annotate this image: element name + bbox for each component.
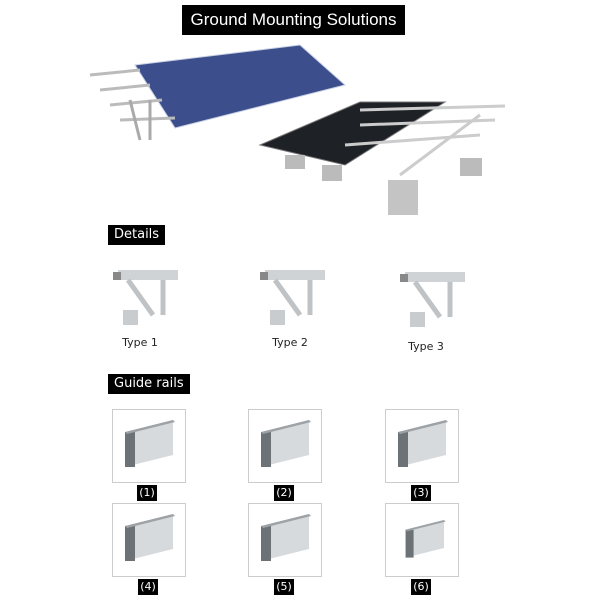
- rail-3-image: [385, 409, 459, 483]
- rail-3-label: (3): [411, 485, 431, 501]
- rail-1-image: [112, 409, 186, 483]
- rail-6-label: (6): [411, 579, 431, 595]
- rail-2-label: (2): [274, 485, 294, 501]
- type-1-image: [108, 260, 188, 330]
- rail-2-image: [248, 409, 322, 483]
- guide-rails-heading: Guide rails: [108, 374, 190, 394]
- black-panel-array: [258, 101, 506, 215]
- rail-4-image: [112, 503, 186, 577]
- type-2-image: [255, 260, 335, 330]
- rail-1-label: (1): [137, 485, 157, 501]
- type-3-image: [395, 262, 475, 332]
- rail-6-image: [385, 503, 459, 577]
- type-3-label: Type 3: [408, 340, 444, 353]
- blue-panel-array: [89, 44, 347, 141]
- type-2-label: Type 2: [272, 336, 308, 349]
- rail-5-label: (5): [274, 579, 294, 595]
- rail-4-label: (4): [138, 579, 158, 595]
- rail-5-image: [248, 503, 322, 577]
- details-heading: Details: [108, 225, 166, 245]
- type-1-label: Type 1: [122, 336, 158, 349]
- page-title: Ground Mounting Solutions: [182, 5, 405, 35]
- ground-mount-illustration: [89, 44, 506, 215]
